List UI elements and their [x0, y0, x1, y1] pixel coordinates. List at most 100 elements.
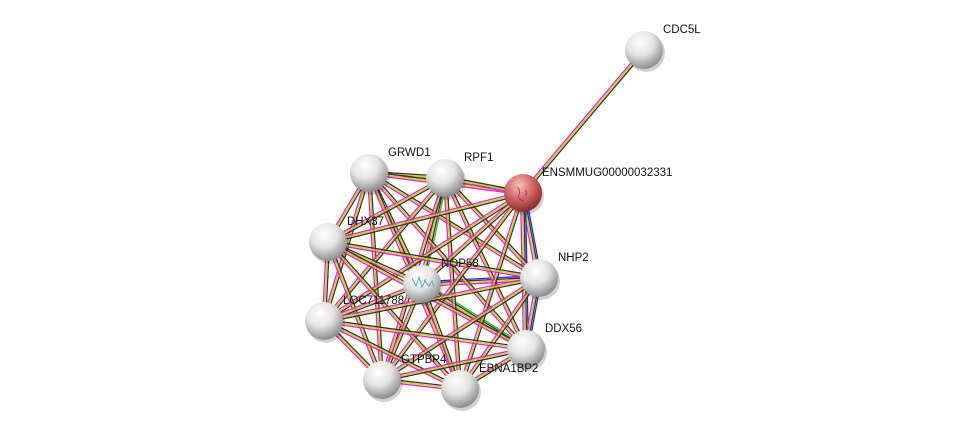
node-label: NOP58	[441, 258, 479, 270]
node-label: LOC711788	[343, 295, 404, 307]
edge-evidence-database	[442, 178, 526, 350]
node-RPF1[interactable]: RPF1	[426, 152, 493, 200]
edge-evidence-coexpression	[328, 193, 524, 245]
edge-ENSMMUG00000032331-GTPBP4[interactable]	[380, 191, 525, 382]
node-DHX37[interactable]: DHX37	[309, 216, 384, 264]
node-bubble[interactable]	[507, 330, 545, 368]
edge-RPF1-DHX37[interactable]	[326, 176, 447, 244]
node-GRWD1[interactable]: GRWD1	[350, 147, 431, 195]
edge-evidence-database	[380, 191, 523, 380]
edge-CDC5L-ENSMMUG00000032331[interactable]	[521, 48, 646, 195]
edge-evidence-database	[322, 321, 460, 392]
edge-evidence-textmining	[381, 348, 527, 381]
node-LOC711788[interactable]: LOC711788	[305, 295, 404, 343]
edge-evidence-coexpression	[324, 318, 527, 349]
edge-evidence-database	[367, 173, 539, 280]
edge-evidence-database	[443, 178, 539, 280]
node-NHP2[interactable]: NHP2	[520, 252, 589, 300]
node-label: DHX37	[347, 216, 384, 228]
node-ENSMMUG00000032331[interactable]: ENSMMUG00000032331	[504, 167, 672, 215]
node-bubble[interactable]	[504, 174, 542, 212]
edge-evidence-textmining	[368, 172, 383, 381]
edge-evidence-coexpression	[382, 349, 527, 383]
node-GTPBP4[interactable]: GTPBP4	[363, 354, 447, 402]
node-bubble[interactable]	[350, 154, 388, 192]
node-bubble[interactable]	[426, 159, 464, 197]
edge-LOC711788-EBNA1BP2[interactable]	[322, 318, 462, 392]
edge-evidence-coexpression	[324, 278, 540, 324]
edge-evidence-textmining	[323, 320, 461, 390]
edge-ENSMMUG00000032331-DHX37[interactable]	[327, 190, 524, 245]
node-label: GRWD1	[388, 147, 431, 159]
node-bubble[interactable]	[305, 302, 343, 340]
edge-evidence-database	[326, 176, 445, 242]
edge-evidence-textmining	[459, 277, 540, 390]
edge-evidence-coexpression	[445, 176, 541, 278]
node-DDX56[interactable]: DDX56	[507, 323, 582, 371]
edge-evidence-database	[323, 321, 526, 352]
edge-evidence-database	[442, 178, 460, 390]
nodes-layer: CDC5L GRWD1 RPF1ENSMMUG00000032331DHX37NOP…	[305, 24, 701, 411]
edge-evidence-database	[380, 276, 539, 380]
node-label: DDX56	[545, 323, 582, 335]
edge-evidence-database	[521, 48, 644, 193]
edge-evidence-textmining	[327, 241, 461, 390]
edge-evidence-database	[322, 176, 445, 321]
node-NOP58[interactable]: NOP58	[403, 258, 479, 306]
node-label: ENSMMUG00000032331	[542, 167, 672, 179]
edge-evidence-database	[381, 346, 526, 380]
edge-evidence-coexpression	[422, 193, 525, 286]
edge-evidence-coexpression	[369, 171, 541, 278]
edge-evidence-textmining	[327, 192, 524, 243]
edge-evidence-textmining	[421, 192, 524, 285]
edge-evidence-textmining	[327, 241, 540, 279]
node-bubble[interactable]	[441, 370, 479, 408]
edge-evidence-textmining	[381, 192, 524, 381]
edge-DHX37-EBNA1BP2[interactable]	[326, 240, 462, 391]
edge-RPF1-NHP2[interactable]	[443, 176, 541, 280]
edge-evidence-database	[366, 173, 382, 381]
edge-evidence-textmining	[522, 49, 645, 194]
node-bubble[interactable]	[520, 259, 558, 297]
edge-evidence-coexpression	[460, 193, 526, 390]
protein-structure-icon	[516, 186, 527, 202]
node-label: EBNA1BP2	[479, 363, 538, 375]
edge-evidence-coexpression	[523, 50, 646, 195]
edge-evidence-textmining	[323, 320, 527, 350]
edge-evidence-textmining	[444, 177, 540, 279]
edge-evidence-coexpression	[421, 276, 539, 284]
edge-LOC711788-DDX56[interactable]	[323, 318, 527, 352]
node-CDC5L[interactable]: CDC5L	[625, 24, 701, 72]
edge-evidence-coexpression	[382, 278, 541, 382]
node-label: GTPBP4	[401, 354, 447, 366]
edge-RPF1-DDX56[interactable]	[442, 177, 529, 350]
edge-evidence-database	[327, 242, 539, 281]
edge-NHP2-EBNA1BP2[interactable]	[458, 276, 541, 391]
edge-evidence-coexpression	[460, 278, 541, 391]
edge-evidence-database	[327, 190, 523, 242]
node-bubble[interactable]	[625, 31, 663, 69]
edge-evidence-textmining	[444, 177, 527, 350]
edge-evidence-coexpression	[445, 177, 529, 349]
edge-evidence-database	[457, 192, 523, 389]
node-label: RPF1	[464, 152, 493, 164]
edge-evidence-textmining	[459, 192, 524, 390]
edge-DDX56-GTPBP4[interactable]	[381, 346, 527, 383]
node-bubble[interactable]	[309, 223, 347, 261]
edge-evidence-coexpression	[328, 239, 540, 278]
node-bubble[interactable]	[403, 265, 441, 303]
edge-GRWD1-NHP2[interactable]	[367, 171, 541, 280]
edge-ENSMMUG00000032331-EBNA1BP2[interactable]	[457, 192, 526, 390]
edge-evidence-coexpression	[328, 178, 447, 244]
node-bubble[interactable]	[363, 361, 401, 399]
edge-evidence-coexpression	[328, 240, 462, 389]
node-EBNA1BP2[interactable]: EBNA1BP2	[441, 363, 538, 411]
edge-evidence-coexpression	[382, 193, 525, 382]
edge-evidence-coexpression	[369, 172, 385, 380]
edge-GRWD1-GTPBP4[interactable]	[366, 172, 385, 381]
edge-DHX37-NHP2[interactable]	[327, 239, 540, 281]
edge-evidence-database	[322, 191, 523, 321]
edge-evidence-database	[326, 242, 460, 391]
edge-evidence-neighborhood	[422, 281, 528, 348]
